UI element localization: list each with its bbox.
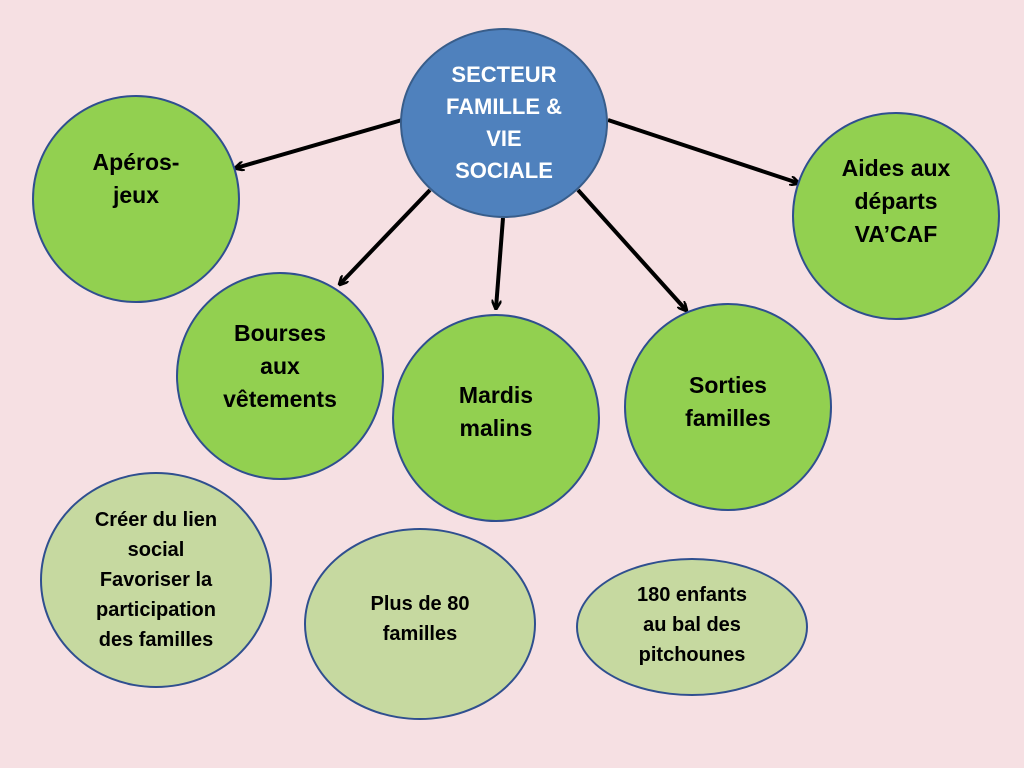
activity-node-aides: Aides aux départs VA’CAF xyxy=(792,112,1000,320)
activity-label-aperos: Apéros- jeux xyxy=(92,149,180,208)
center-node-label: SECTEUR FAMILLE & VIE SOCIALE xyxy=(445,62,563,183)
arrow-to-sorties xyxy=(576,188,686,310)
arrow-to-mardis xyxy=(496,217,505,308)
activity-label-aides: Aides aux départs VA’CAF xyxy=(841,154,951,247)
arrow-to-aides xyxy=(607,118,798,183)
activity-node-aperos: Apéros- jeux xyxy=(32,95,240,303)
arrow-to-aperos xyxy=(236,118,403,168)
activity-label-sorties: Sorties familles xyxy=(685,372,771,431)
outcome-node-lien: Créer du lien social Favoriser la partic… xyxy=(40,472,272,688)
outcome-label-enfants: 180 enfants au bal des pitchounes xyxy=(636,584,748,666)
arrow-to-bourses xyxy=(340,188,432,284)
outcome-label-plus80: Plus de 80 familles xyxy=(370,593,470,645)
outcome-label-lien: Créer du lien social Favoriser la partic… xyxy=(94,509,218,651)
activity-label-mardis: Mardis malins xyxy=(458,382,534,441)
activity-node-sorties: Sorties familles xyxy=(624,303,832,511)
activity-label-bourses: Bourses aux vêtements xyxy=(223,319,337,412)
activity-node-mardis: Mardis malins xyxy=(392,314,600,522)
outcome-node-plus80: Plus de 80 familles xyxy=(304,528,536,720)
activity-node-bourses: Bourses aux vêtements xyxy=(176,272,384,480)
center-node: SECTEUR FAMILLE & VIE SOCIALE xyxy=(400,28,608,218)
outcome-node-enfants: 180 enfants au bal des pitchounes xyxy=(576,558,808,696)
